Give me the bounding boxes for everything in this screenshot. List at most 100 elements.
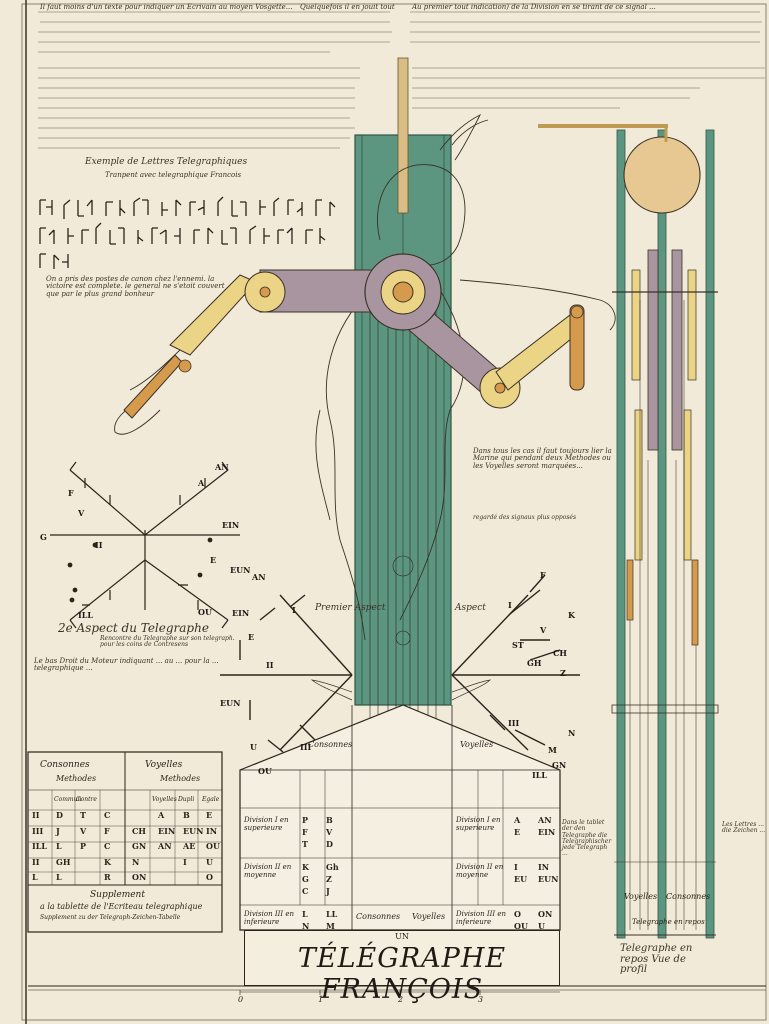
left-table-sub-right: Methodes xyxy=(160,774,201,783)
examples-subheading: Tranpent avec telegraphique Francois xyxy=(105,171,242,179)
left-aspect-dots xyxy=(67,537,213,603)
division-label: Division II en moyenne xyxy=(456,863,504,879)
left-aspect-letter: E xyxy=(210,555,217,565)
scale-number: 1 xyxy=(318,995,324,1004)
mid-aspect-letter: II xyxy=(266,660,274,670)
row-label: III xyxy=(32,825,44,836)
table-cell: J xyxy=(56,825,60,836)
table-cell: E xyxy=(206,810,213,820)
center-consonnes-head: Consonnes xyxy=(308,740,353,749)
table-cell: N xyxy=(132,856,140,867)
mid-aspect-letter: AN xyxy=(252,572,266,582)
division-letters: AN EIN xyxy=(538,815,556,837)
table-cell: L xyxy=(56,841,62,851)
base-wings xyxy=(310,679,492,701)
scale-number: 0 xyxy=(238,995,244,1004)
profile-telegraph xyxy=(538,124,719,939)
table-cell: C xyxy=(104,810,111,820)
header-note-middle: Quelquefois il en jouit tout xyxy=(300,3,395,11)
right-aspect-letter: GN xyxy=(552,760,567,770)
right-aspect-letter: F xyxy=(540,570,546,580)
right-explanation-note: Dans tous les cas il faut toujours lier … xyxy=(473,447,612,470)
left-aspect-letter: EIN xyxy=(222,520,240,530)
left-aspect-letter: ILL xyxy=(78,610,93,620)
header-note-right: Au premier tout indication) de la Divisi… xyxy=(412,3,656,11)
mid-aspect-letter: EIN xyxy=(232,608,250,618)
left-table-col-head: Contre xyxy=(76,796,97,803)
left-aspect-letter: EUN xyxy=(230,565,251,575)
central-pivot-core xyxy=(392,281,414,303)
example-symbols xyxy=(39,196,336,269)
table-cell: EUN xyxy=(183,825,204,836)
bottom-scale xyxy=(28,985,766,995)
table-cell: EIN xyxy=(158,825,176,836)
table-cell: T xyxy=(80,810,86,820)
table-cell: ON xyxy=(132,872,147,882)
scale-number: 3 xyxy=(478,995,484,1004)
center-table xyxy=(239,704,561,931)
table-cell: R xyxy=(104,872,111,882)
mid-aspect-letter: I xyxy=(292,605,296,615)
right-aspect-letter: ST xyxy=(512,640,524,650)
right-aspect-letter: Z xyxy=(560,668,566,678)
division-letters: I EU xyxy=(514,862,528,884)
division-letters: B V D xyxy=(326,815,333,849)
table-cell: L xyxy=(56,872,62,882)
table-cell: CH xyxy=(132,825,146,836)
table-cell: P xyxy=(80,841,87,851)
scale-number: 2 xyxy=(398,995,404,1004)
right-aspect-letter: M xyxy=(548,745,557,755)
second-aspect-sub: Rencontre du Telegraphe sur son telegrap… xyxy=(100,635,235,649)
table-cell: AE xyxy=(183,841,196,851)
division-letters: O OU xyxy=(514,909,528,931)
left-message-note: On a pris des postes de canon chez l'enn… xyxy=(46,275,225,298)
profile-caption: Telegraphe en repos Vue de profil xyxy=(620,943,693,975)
table-cell: V xyxy=(80,825,87,836)
division-letters: K G C xyxy=(302,862,309,896)
center-voyelles-head: Voyelles xyxy=(460,740,494,749)
supplement-title: Supplement xyxy=(90,890,145,900)
table-cell: GH xyxy=(56,856,71,867)
lower-left-note: Le bas Droit du Moteur indiquant ... au … xyxy=(34,657,219,673)
sheet-border xyxy=(21,3,767,1021)
left-indicator-arm xyxy=(123,271,286,419)
division-label: Division III en inferieure xyxy=(244,910,294,926)
mid-aspect-letter: E xyxy=(248,632,255,642)
left-table-col-head: Egale xyxy=(202,796,220,803)
division-label: Division I en superieure xyxy=(456,816,501,832)
left-aspect-letter: II xyxy=(95,540,103,550)
mid-aspect-letter: III xyxy=(300,742,312,752)
far-right-note: Les Lettres ... die Zeichen ... xyxy=(722,821,766,835)
right-aspect-letter: K xyxy=(568,610,575,620)
row-label: II xyxy=(32,810,40,820)
division-letters: Gh Z J xyxy=(326,862,339,896)
left-aspect-letter: AN xyxy=(215,462,229,472)
right-aspect-letter: V xyxy=(540,625,547,635)
mid-aspect-letter: U xyxy=(250,742,257,752)
left-table-consonnes-head: Consonnes xyxy=(40,760,90,770)
left-aspect-letter: A xyxy=(198,478,205,488)
table-cell: O xyxy=(206,872,213,882)
right-indicator-arm xyxy=(479,304,585,409)
right-aspect-letter: N xyxy=(568,728,576,738)
left-table-col-head: Dupli xyxy=(178,796,195,803)
table-cell: OU xyxy=(206,841,220,851)
center-bottom-voyelles: Voyelles xyxy=(412,912,446,921)
division-letters: ON U xyxy=(538,909,553,931)
division-label: Division I en superieure xyxy=(244,816,289,832)
supplement-subtext: Supplement zu der Telegraph-Zeichen-Tabe… xyxy=(40,914,181,921)
table-cell: B xyxy=(183,810,190,820)
right-explanation-sub: regardé des signaux plus opposés xyxy=(473,514,577,521)
right-aspect-letter: ILL xyxy=(532,770,547,780)
table-cell: C xyxy=(104,841,111,851)
